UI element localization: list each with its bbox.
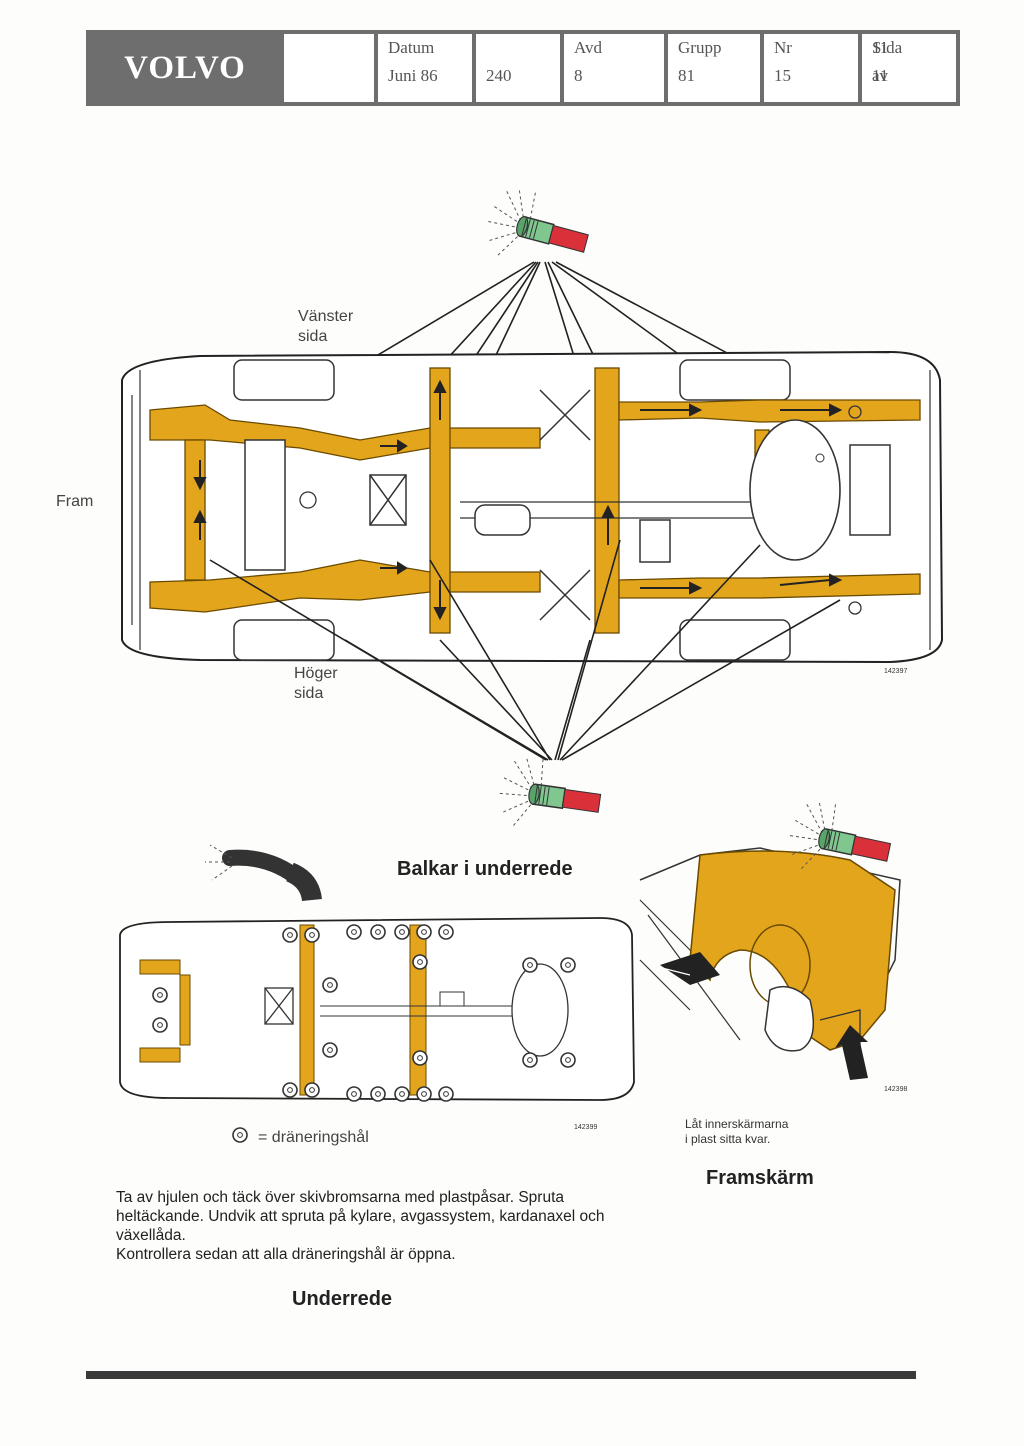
drain-hole-icon xyxy=(232,1127,248,1143)
fender-diagram xyxy=(639,847,901,1080)
left-side-label: Vänster sida xyxy=(298,308,354,345)
spray-nozzle-bottom-icon xyxy=(494,753,606,838)
header-cell-datum: Datum Juni 86 xyxy=(378,34,472,102)
grupp-label: Grupp xyxy=(678,38,722,57)
volvo-logo: VOLVO xyxy=(124,49,246,86)
front-label: Fram xyxy=(56,493,94,510)
datum-value: Juni 86 xyxy=(388,66,438,85)
fender-title: Framskärm xyxy=(706,1167,814,1189)
nr-value: 15 xyxy=(774,66,791,85)
header-cell-sida: Sida 11 av 11 xyxy=(862,34,956,102)
right-side-label: Höger sida xyxy=(294,665,338,702)
figure-number-142398: 142398 xyxy=(884,1086,908,1093)
header-cell-blank xyxy=(284,34,374,102)
sida-label: Sida xyxy=(872,38,903,57)
grupp-value: 81 xyxy=(678,66,695,85)
main-underbody-diagram xyxy=(121,350,944,664)
underbody-title: Underrede xyxy=(292,1288,393,1310)
av-label: av xyxy=(872,66,889,85)
header-cell-grupp: Grupp 81 xyxy=(668,34,760,102)
spray-lines-bottom xyxy=(209,539,841,761)
header-cell-avd: Avd 8 xyxy=(564,34,664,102)
model-value: 240 xyxy=(486,66,512,85)
sida-total: 11 xyxy=(872,66,889,85)
fender-caption: Låt innerskärmarna i plast sitta kvar. xyxy=(685,1117,789,1146)
avd-value: 8 xyxy=(574,66,583,85)
header-cell-model: 240 xyxy=(476,34,560,102)
beams-underbody-diagram xyxy=(119,844,635,1102)
footer-rule xyxy=(86,1371,916,1379)
header-cell-nr: Nr 15 xyxy=(764,34,858,102)
instructions-text: Ta av hjulen och täck över skivbromsarna… xyxy=(116,1189,605,1263)
drain-legend-label: = dräneringshål xyxy=(258,1129,369,1146)
avd-label: Avd xyxy=(574,38,603,57)
datum-label: Datum xyxy=(388,38,435,57)
figure-number-142397: 142397 xyxy=(884,668,908,675)
beams-title: Balkar i underrede xyxy=(397,858,573,880)
nr-label: Nr xyxy=(774,38,792,57)
sida-page: 11 xyxy=(872,38,889,57)
figure-number-142399: 142399 xyxy=(574,1124,598,1131)
